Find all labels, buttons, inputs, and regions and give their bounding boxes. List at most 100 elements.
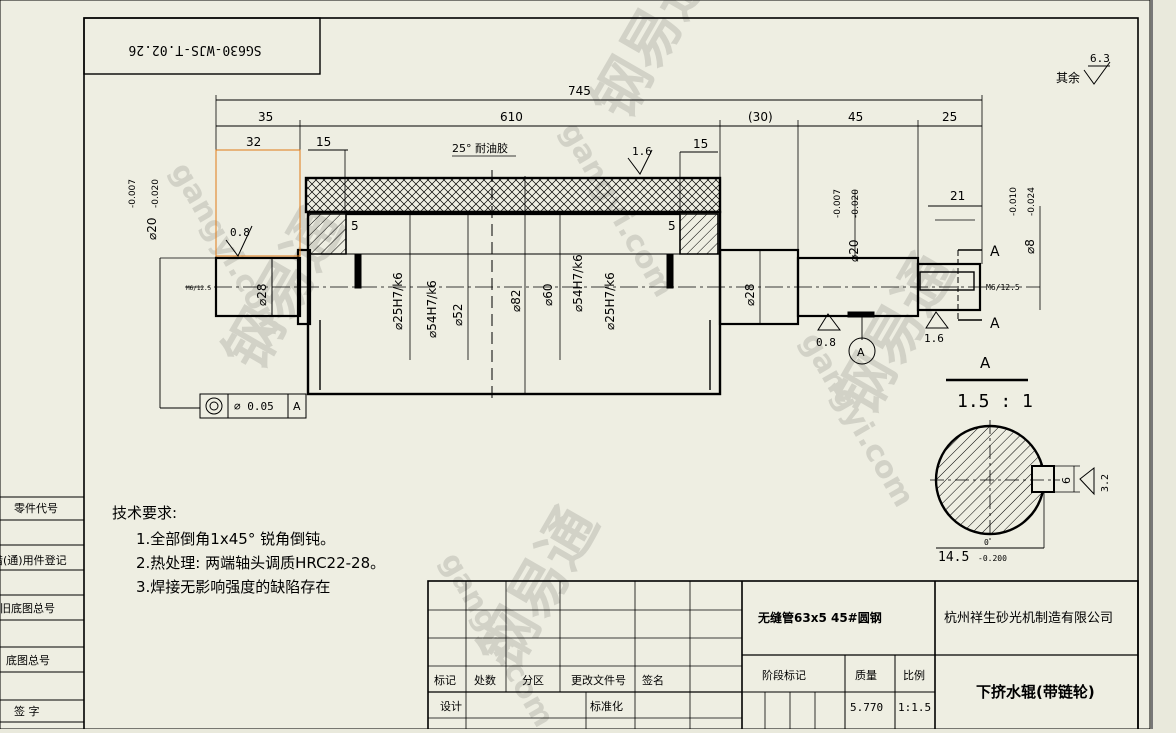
left-shoulder [296,248,312,326]
d25-left: ⌀25H7/k6 [391,272,405,330]
center-hole-right: M6/12.5 [986,283,1020,292]
tolerance-frame: ⌀ 0.05 A [199,393,307,419]
rubber-coating [304,176,722,214]
general-finish-symbol [1083,61,1111,85]
label-base: 底图总号 [6,653,50,667]
d54-left: ⌀54H7/k6 [425,280,439,338]
tb-mass-label: 质量 [855,669,877,682]
section-mark-bottom: A [990,316,1000,332]
d52: ⌀52 [451,304,465,327]
key-depth: 14.5 [938,550,969,565]
dim-roll-body: 610 [500,110,523,124]
key-depth-tol: -0.200 [978,554,1007,563]
right-end-plug [679,213,719,255]
shaft-tol-bot: -0.024 [1027,187,1037,216]
rough-16-right: 1.6 [924,332,944,345]
label-old-base: 旧底图总号 [0,601,55,615]
rough-08-left: 0.8 [230,226,250,239]
dimension-labels: 745 35 610 (30) 45 25 32 15 15 5 5 21 [246,84,965,233]
section-view: A 1.5 : 1 6 3.2 14.5 0 -0.200 [930,354,1111,565]
tech-item-2: 2.热处理: 两端轴头调质HRC22-28。 [136,554,385,572]
dim-5-right: 5 [668,219,676,233]
tech-item-3: 3.焊接无影响强度的缺陷存在 [136,578,330,596]
tb-scale: 1:1.5 [898,701,931,714]
section-mark-top: A [990,244,1000,260]
label-part-code: 零件代号 [14,502,58,515]
left-tol-bot: -0.020 [151,179,161,208]
label-borrow: 借(通)用件登记 [0,553,67,567]
dim-15-left: 15 [316,135,331,149]
tb-count: 处数 [474,674,496,687]
tech-requirements: 技术要求: 1.全部倒角1x45° 锐角倒钝。 2.热处理: 两端轴头调质HRC… [112,504,385,596]
right-tol-top: -0.007 [833,189,843,218]
section-scale: 1.5 : 1 [957,391,1033,412]
outer-border [0,0,1151,730]
left-d28: ⌀28 [255,284,269,307]
keyway [919,271,975,291]
annotation-labels: 25° 耐油胶 0.8 1.6 0.8 1.6 A A A M6/12.5 M6… [186,141,1020,365]
part-view [159,95,1041,409]
dim-ref-30: (30) [748,110,773,124]
rough-08-right: 0.8 [816,336,836,349]
d60: ⌀60 [541,284,555,307]
tb-stage: 阶段标记 [762,668,806,682]
tb-zone: 分区 [522,674,544,687]
d82: ⌀82 [509,290,523,313]
left-tol-top: -0.007 [128,179,138,208]
key-width: 6 [1060,477,1073,484]
tol-datum: A [293,400,301,413]
tb-design: 设计 [440,700,462,713]
datum-circle [848,337,876,365]
center-hole-left: M6/12.5 [186,285,212,292]
key-flat [847,311,875,318]
right-bearing [666,253,674,289]
rough-16-top: 1.6 [632,145,652,158]
rubber-note: 25° 耐油胶 [452,141,508,155]
tol-value: ⌀ 0.05 [234,400,274,413]
shaft-end [916,262,982,312]
tb-standard: 标准化 [590,699,623,713]
shaft-tol-top: -0.010 [1009,187,1019,216]
dim-15-right: 15 [693,137,708,151]
shaft-d8: ⌀8 [1023,239,1037,254]
diameter-labels: -0.007 -0.020 ⌀20 ⌀28 ⌀25H7/k6 ⌀54H7/k6 … [128,179,1037,338]
left-bearing [354,253,362,289]
left-end-plug [307,213,347,255]
section-title: A [980,354,991,372]
dim-right-25: 25 [942,110,957,124]
tb-scale-label: 比例 [903,668,925,682]
right-d20: ⌀20 [847,240,861,263]
tb-change: 更改文件号 [571,673,626,687]
label-sign: 签 字 [14,704,40,718]
drawing-number: SG630-WJS-T.02.26 [128,42,261,57]
d25-right: ⌀25H7/k6 [603,272,617,330]
tech-item-1: 1.全部倒角1x45° 锐角倒钝。 [136,530,335,548]
tb-mark: 标记 [434,673,456,687]
title-block: 标记 处数 分区 更改文件号 签名 设计 标准化 无缝管63x5 45#圆钢 杭… [427,580,1139,733]
dim-32: 32 [246,135,261,149]
dim-overall: 745 [568,84,591,98]
left-d20: ⌀20 [145,218,159,241]
tb-material: 无缝管63x5 45#圆钢 [757,610,882,625]
dim-left-journal: 35 [258,110,273,124]
tb-sign: 签名 [642,673,664,687]
d54-right: ⌀54H7/k6 [571,254,585,312]
tb-company: 杭州祥生砂光机制造有限公司 [944,611,1113,626]
drawing-number-box [83,17,321,75]
general-finish-label: 其余 [1056,70,1080,85]
tb-mass: 5.770 [850,701,883,714]
tb-part-name: 下挤水辊(带链轮) [976,683,1095,701]
tech-title: 技术要求: [112,504,177,522]
right-d28: ⌀28 [743,284,757,307]
highlight-box [215,149,301,257]
left-margin-table: 零件代号 借(通)用件登记 旧底图总号 底图总号 签 字 [0,496,84,723]
dim-5-left: 5 [351,219,359,233]
datum-label: A [857,346,865,359]
key-roughness: 3.2 [1100,474,1111,492]
dim-21: 21 [950,189,965,203]
left-journal [214,256,302,318]
key-depth-tol-top: 0 [984,538,989,547]
dim-right-45: 45 [848,110,863,124]
